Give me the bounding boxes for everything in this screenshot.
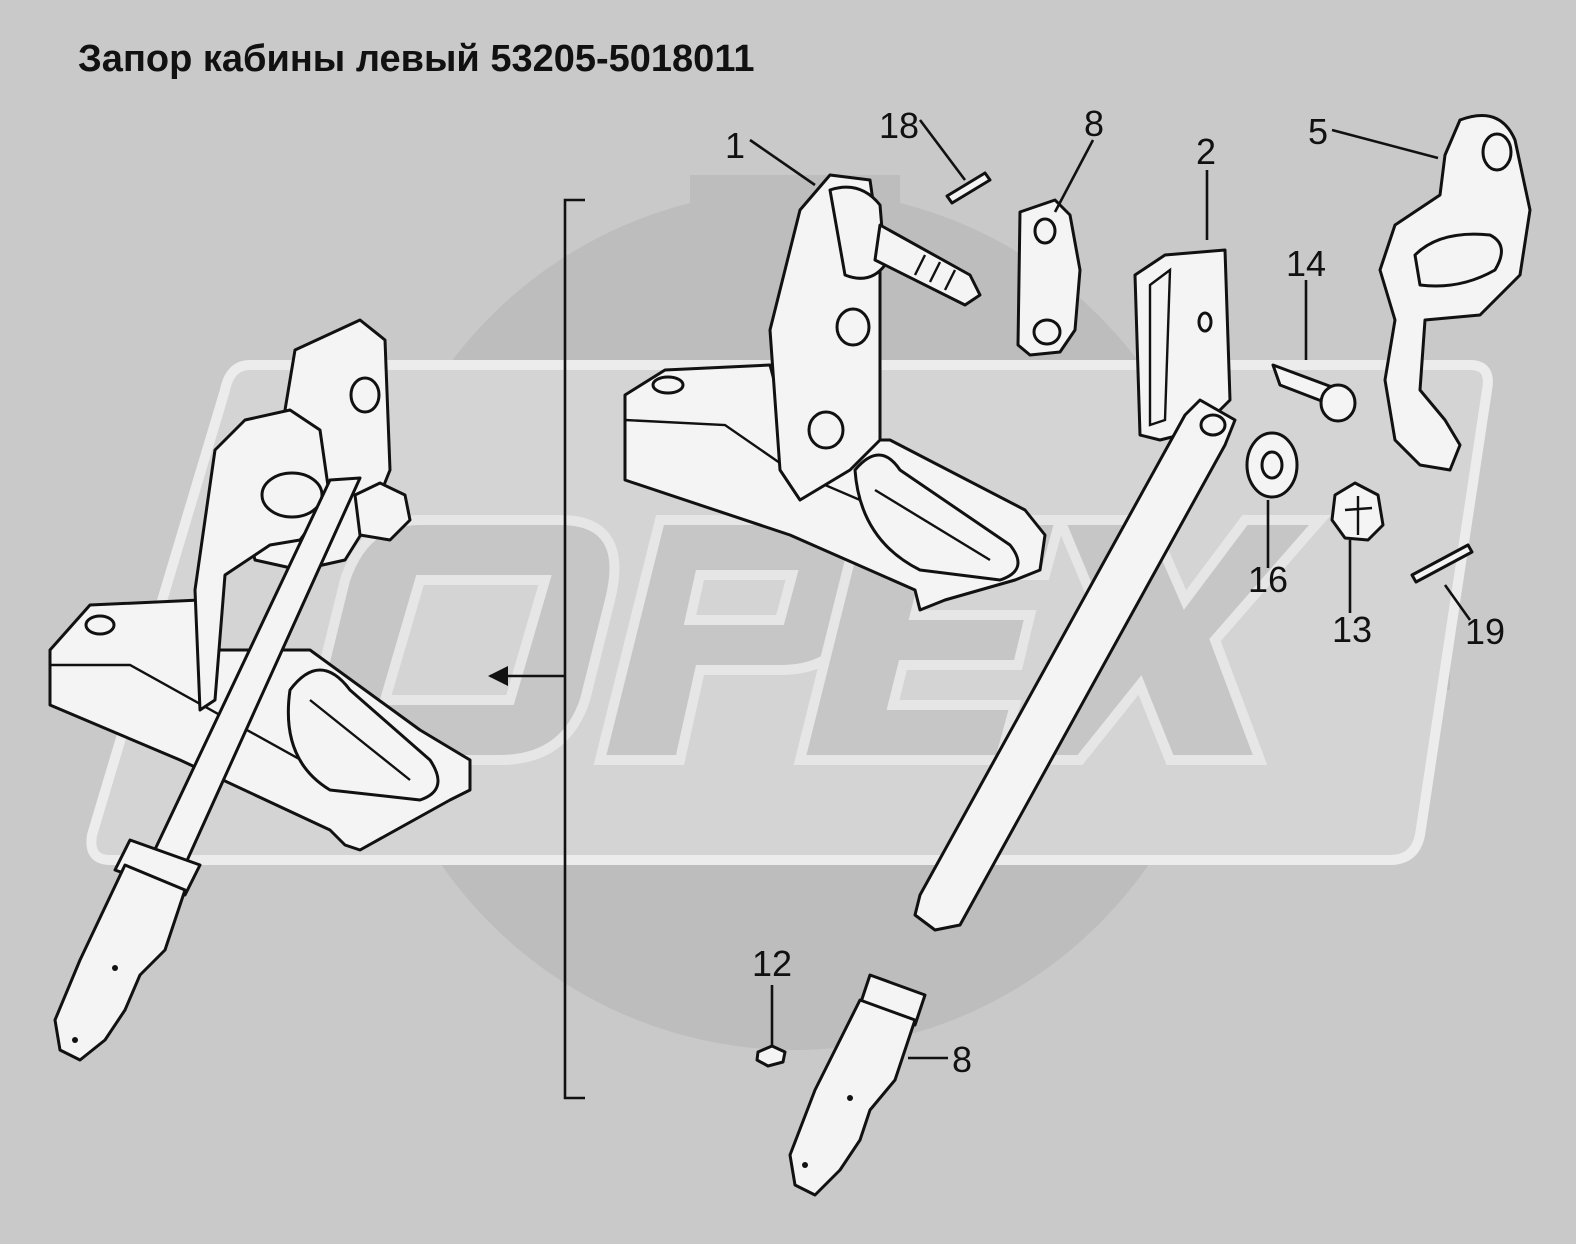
part-5-pivot-hole [1481,132,1513,172]
explode-arrowhead [488,666,508,686]
part-5-hook [1378,114,1532,472]
callouts: 1 18 8 2 5 14 16 13 19 12 8 [725,103,1505,1080]
leader-8a [1053,139,1095,213]
explode-bracket [488,198,585,1100]
part-8-grip-rivet [847,1095,853,1101]
callout-5: 5 [1308,111,1328,152]
part-8-plate-lower-hole [1032,318,1062,346]
callout-12: 12 [752,943,792,984]
callout-14: 14 [1286,243,1326,284]
callout-16: 16 [1248,559,1288,600]
part-5-slot [1413,232,1503,288]
part-2-hole [1197,311,1213,333]
part-8-plate [1016,198,1082,357]
part-1-pin [873,223,982,307]
callout-2: 2 [1196,131,1216,172]
lever-bar-hole [1199,413,1227,437]
assembled-latch-nut [353,481,412,542]
assembled-latch-grip-collar [113,838,202,897]
part-13-nut [1330,481,1385,542]
leader-1 [749,138,816,187]
leader-19 [1443,584,1472,621]
part-1-latch-body [623,173,1047,612]
assembled-latch [48,318,472,1062]
part-12-screw [755,1044,787,1068]
lever-bar [913,398,1237,932]
callout-1: 1 [725,125,745,166]
diagram-title: Запор кабины левый 53205-5018011 [78,38,755,80]
part-8-plate-upper-hole [1033,217,1057,245]
assembled-latch-pivot [260,471,324,519]
assembled-latch-bolt-hole [349,376,381,414]
part-18-pin [945,171,992,205]
part-8-handle-grip [788,973,927,1197]
callout-8-plate: 8 [1084,103,1104,144]
callout-8-grip: 8 [952,1039,972,1080]
part-14-pin-head [1319,383,1357,423]
callout-19: 19 [1465,611,1505,652]
assembled-latch-hole [84,614,116,636]
assembled-latch-slot-guide [286,668,440,802]
assembled-latch-handle-rivet [112,965,118,971]
part-1-lower-hole [807,410,845,450]
part-1-slot [853,453,1020,582]
part-14-pin [1271,363,1357,423]
part-19-pin [1410,543,1474,584]
leader-lines [749,119,1472,1060]
callout-18: 18 [879,105,919,146]
part-1-middle-hole [835,307,871,347]
watermark-letter-o [308,515,620,765]
part-1-base-hole [651,375,685,395]
leader-18 [918,119,967,181]
part-16-washer [1245,431,1299,499]
assembled-latch-handle [53,863,187,1062]
part-8-grip-hole [802,1162,808,1168]
leader-5 [1331,128,1439,160]
callout-13: 13 [1332,609,1372,650]
assembled-latch-handle-hole [72,1037,78,1043]
